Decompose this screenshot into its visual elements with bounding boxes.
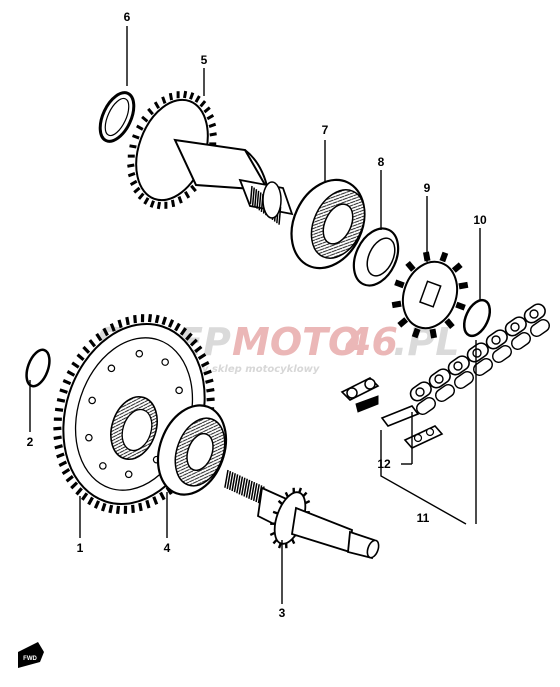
label-8: 8 [378,155,385,169]
part-4-bearing [156,404,228,496]
label-5: 5 [201,53,208,67]
label-7: 7 [322,123,329,137]
label-12: 12 [377,457,391,471]
watermark-tagline: internetowy sklep motocyklowy [140,364,320,375]
part-10-circlip [462,298,492,338]
part-2-circlip [25,348,51,388]
part-3-countershaft [224,469,380,560]
forward-direction-badge: FWD [18,642,44,668]
fwd-label: FWD [23,656,37,662]
label-6: 6 [124,10,131,24]
part-11-drive-chain [409,303,550,415]
part-9-sprocket [391,251,469,339]
part-6-circlip [98,91,136,143]
watermark-part3: 46 [344,320,398,364]
part-8-oil-seal [352,227,400,287]
label-11: 11 [417,511,430,525]
part-12-chain-joint [340,377,444,449]
label-2: 2 [27,435,34,449]
leader-lines [29,26,481,604]
label-10: 10 [473,213,487,227]
callout-labels: 6 5 7 8 9 10 2 1 4 3 12 11 [27,10,487,620]
label-9: 9 [424,181,431,195]
label-4: 4 [164,541,171,555]
watermark-part2: MOTO [232,320,360,364]
label-3: 3 [279,606,286,620]
label-1: 1 [77,541,84,555]
part-5-shaft-gear [127,90,294,225]
part-7-bearing [290,178,366,270]
